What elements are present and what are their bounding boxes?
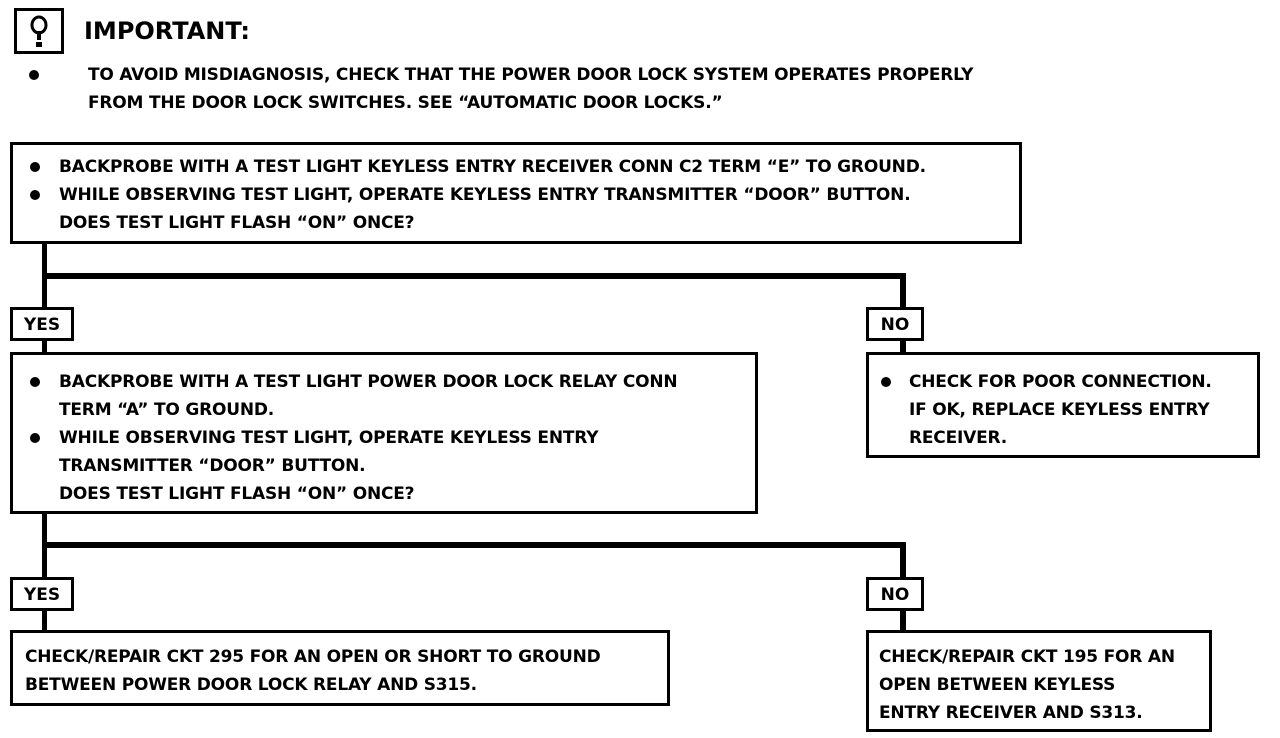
step1-line-3: DOES TEST LIGHT FLASH “ON” ONCE? bbox=[59, 213, 415, 233]
branch2-yes-label: YES bbox=[10, 577, 74, 611]
step2-line-3: WHILE OBSERVING TEST LIGHT, OPERATE KEYL… bbox=[59, 428, 599, 448]
yes2-result-box: CHECK/REPAIR CKT 295 FOR AN OPEN OR SHOR… bbox=[10, 630, 670, 706]
important-icon-box bbox=[14, 8, 64, 54]
branch1-yes-label: YES bbox=[10, 307, 74, 341]
no2-line-3: ENTRY RECEIVER AND S313. bbox=[879, 703, 1143, 723]
no1-line-1: CHECK FOR POOR CONNECTION. bbox=[909, 372, 1212, 392]
step1-bullet-1 bbox=[30, 162, 40, 172]
branch1-no-label: NO bbox=[866, 307, 924, 341]
no1-bullet bbox=[881, 377, 891, 387]
connector-branch1-right-down bbox=[900, 273, 906, 310]
connector-no2-down bbox=[900, 611, 906, 631]
step2-bullet-2 bbox=[30, 433, 40, 443]
no1-line-3: RECEIVER. bbox=[909, 428, 1007, 448]
step2-line-1: BACKPROBE WITH A TEST LIGHT POWER DOOR L… bbox=[59, 372, 678, 392]
exclamation-icon bbox=[30, 15, 48, 47]
step1-box: BACKPROBE WITH A TEST LIGHT KEYLESS ENTR… bbox=[10, 142, 1022, 244]
important-title: IMPORTANT: bbox=[84, 17, 251, 45]
yes2-line-1: CHECK/REPAIR CKT 295 FOR AN OPEN OR SHOR… bbox=[25, 647, 601, 667]
no2-line-2: OPEN BETWEEN KEYLESS bbox=[879, 675, 1116, 695]
step2-line-5: DOES TEST LIGHT FLASH “ON” ONCE? bbox=[59, 484, 415, 504]
step2-bullet-1 bbox=[30, 377, 40, 387]
no1-result-box: CHECK FOR POOR CONNECTION. IF OK, REPLAC… bbox=[866, 352, 1260, 458]
connector-yes2-down bbox=[42, 611, 47, 631]
important-bullet bbox=[29, 70, 39, 80]
connector-branch2-horizontal bbox=[42, 542, 906, 548]
step2-line-2: TERM “A” TO GROUND. bbox=[59, 400, 275, 420]
important-line-1: TO AVOID MISDIAGNOSIS, CHECK THAT THE PO… bbox=[88, 65, 974, 85]
step1-line-2: WHILE OBSERVING TEST LIGHT, OPERATE KEYL… bbox=[59, 185, 911, 205]
no1-line-2: IF OK, REPLACE KEYLESS ENTRY bbox=[909, 400, 1210, 420]
connector-yes1-down bbox=[42, 341, 47, 353]
no2-line-1: CHECK/REPAIR CKT 195 FOR AN bbox=[879, 647, 1175, 667]
step1-bullet-2 bbox=[30, 190, 40, 200]
step2-line-4: TRANSMITTER “DOOR” BUTTON. bbox=[59, 456, 366, 476]
step2-box: BACKPROBE WITH A TEST LIGHT POWER DOOR L… bbox=[10, 352, 758, 514]
branch2-no-label: NO bbox=[866, 577, 924, 611]
important-line-2: FROM THE DOOR LOCK SWITCHES. SEE “AUTOMA… bbox=[88, 93, 723, 113]
step1-line-1: BACKPROBE WITH A TEST LIGHT KEYLESS ENTR… bbox=[59, 157, 926, 177]
connector-no1-down bbox=[900, 341, 906, 353]
connector-branch1-horizontal bbox=[42, 273, 906, 279]
no2-result-box: CHECK/REPAIR CKT 195 FOR AN OPEN BETWEEN… bbox=[866, 630, 1212, 732]
yes2-line-2: BETWEEN POWER DOOR LOCK RELAY AND S315. bbox=[25, 675, 477, 695]
connector-branch2-right-down bbox=[900, 542, 906, 580]
